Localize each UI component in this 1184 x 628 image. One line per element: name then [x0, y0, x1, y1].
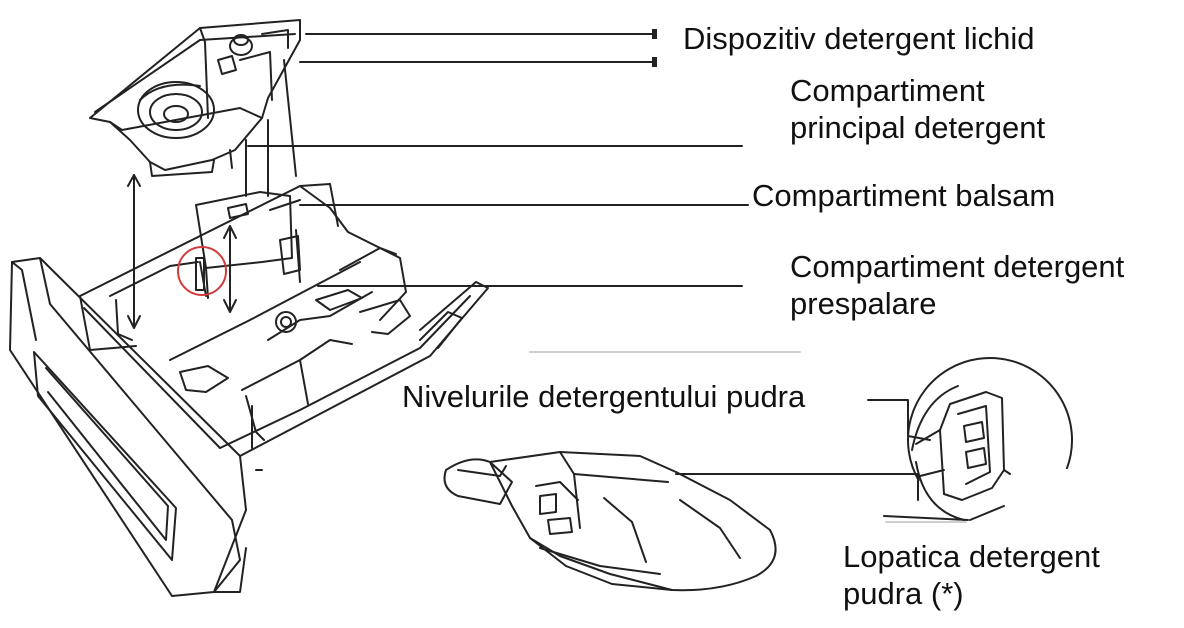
liquid-detergent-insert: [89, 19, 301, 177]
label-line: Compartiment balsam: [752, 178, 1056, 213]
softener-flap: [195, 191, 301, 299]
leader-lines: [247, 33, 931, 501]
label-prewash-compartment: Compartiment detergent prespalare: [790, 248, 1124, 322]
label-softener-compartment: Compartiment balsam: [752, 177, 1055, 214]
label-main-detergent-compartment: Compartiment principal detergent: [790, 72, 1045, 146]
label-powder-detergent-levels: Nivelurile detergentului pudra: [402, 378, 805, 415]
label-line: pudra (*): [843, 576, 964, 611]
label-line: Lopatica detergent: [843, 539, 1100, 574]
powder-level-detail: [883, 385, 1011, 521]
powder-scoop: [443, 451, 777, 592]
label-line: Dispozitiv detergent lichid: [683, 21, 1035, 56]
label-line: prespalare: [790, 286, 937, 321]
label-line: Compartiment: [790, 73, 985, 108]
label-liquid-detergent-device: Dispozitiv detergent lichid: [683, 20, 1035, 57]
label-line: principal detergent: [790, 110, 1046, 145]
magnifier-circle: [907, 357, 1074, 523]
label-line: Nivelurile detergentului pudra: [402, 379, 806, 414]
faint-lines: [529, 351, 967, 523]
label-line: Compartiment detergent: [790, 249, 1125, 284]
label-powder-detergent-scoop: Lopatica detergent pudra (*): [843, 538, 1100, 612]
siphon-highlight-circle: [177, 246, 227, 296]
guide-arrows: [127, 59, 297, 329]
leader-line-ends: [652, 29, 657, 67]
